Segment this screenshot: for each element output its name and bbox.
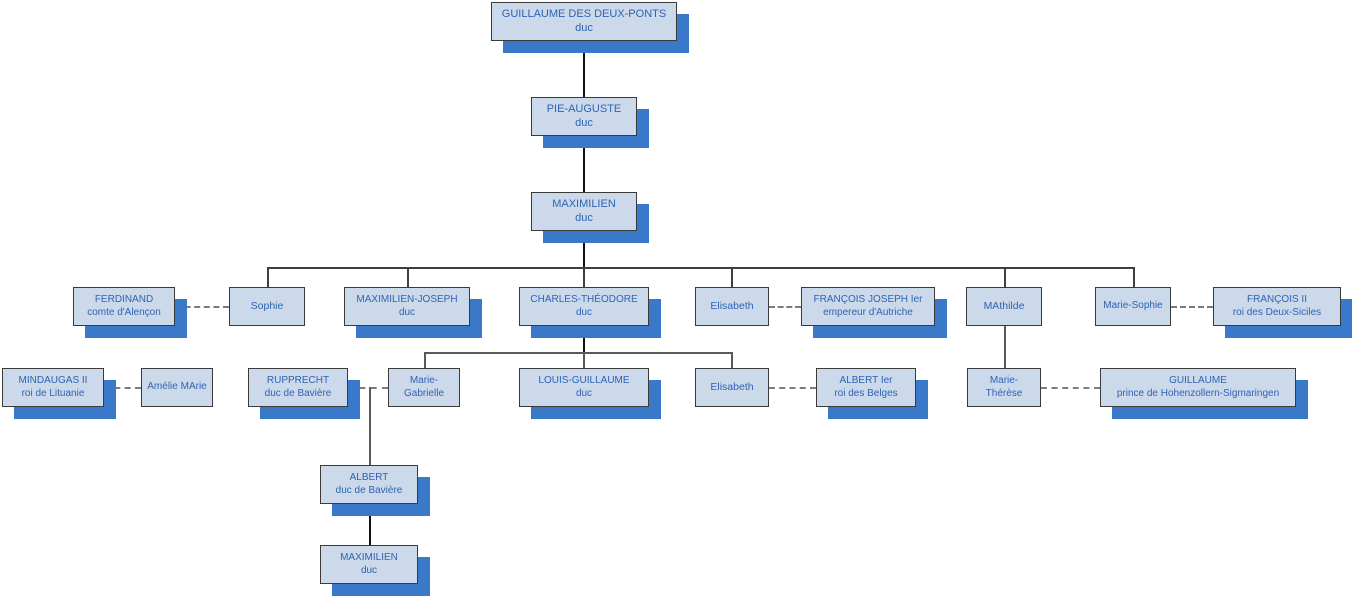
node-name: MAXIMILIEN	[340, 552, 398, 564]
branch-drop-sophie	[267, 267, 269, 287]
node-name: ALBERT	[349, 472, 389, 484]
node-title: duc	[575, 306, 593, 318]
node-name: CHARLES-THÉODORE	[530, 294, 638, 306]
marriage-link-elisabeth-albert	[769, 387, 816, 389]
node-title: duc	[575, 211, 593, 224]
node-title: duc	[360, 564, 378, 576]
marriage-link-ferdinand-sophie	[175, 306, 229, 308]
connector-guillaume-to-pie-auguste	[583, 41, 585, 97]
node-name: GUILLAUME	[1169, 375, 1227, 387]
connector-pie-auguste-to-maximilien	[583, 136, 585, 192]
node-title: duc de Bavière	[335, 484, 403, 496]
branch-drop-charles-theodore	[583, 267, 585, 287]
branch-drop-mathilde	[1004, 267, 1006, 287]
marriage-link-mindaugas-amelie	[104, 387, 141, 389]
node-name: Sophie	[250, 300, 284, 313]
branch-drop-maximilien-joseph	[407, 267, 409, 287]
node-title: roi des Deux-Siciles	[1232, 306, 1322, 318]
node-name: GUILLAUME DES DEUX-PONTS	[501, 8, 667, 21]
node-title: comte d'Alençon	[87, 306, 161, 318]
branch-drop-elisabeth-1	[731, 267, 733, 287]
children-bar-charles-theodore	[424, 352, 732, 354]
marriage-link-rupprecht-marie-gabrielle	[348, 387, 388, 389]
node-sophie[interactable]: Sophie	[229, 287, 305, 326]
marriage-link-marie-sophie-francois-ii	[1171, 306, 1213, 308]
node-name: Marie-	[989, 375, 1019, 387]
node-marie-sophie[interactable]: Marie-Sophie	[1095, 287, 1171, 326]
node-title: duc	[398, 306, 416, 318]
node-name: FRANÇOIS JOSEPH Ier	[813, 294, 923, 306]
branch-drop-louis-guillaume	[583, 352, 585, 368]
node-name: ALBERT Ier	[839, 375, 893, 387]
node-name: Marie-	[409, 375, 439, 387]
node-elisabeth-2[interactable]: Elisabeth	[695, 368, 769, 407]
node-name: PIE-AUGUSTE	[546, 103, 622, 116]
node-title: duc	[575, 116, 593, 129]
node-name: FRANÇOIS II	[1246, 294, 1307, 306]
node-name: LOUIS-GUILLAUME	[538, 375, 630, 387]
node-name: MAXIMILIEN	[552, 198, 616, 211]
node-marie-therese[interactable]: Marie-Thérèse	[967, 368, 1041, 407]
node-name: MINDAUGAS II	[18, 375, 88, 387]
marriage-link-marie-therese-guillaume	[1041, 387, 1100, 389]
node-title: duc de Bavière	[264, 387, 332, 399]
node-mathilde[interactable]: MAthilde	[966, 287, 1042, 326]
connector-albert-to-maximilien	[369, 504, 371, 545]
branch-drop-marie-gabrielle	[424, 352, 426, 368]
marriage-link-elisabeth-francois-joseph	[769, 306, 801, 308]
sibling-bar-generation-4	[267, 267, 1133, 269]
branch-drop-elisabeth-2	[731, 352, 733, 368]
node-name: MAthilde	[983, 300, 1025, 313]
node-title: Gabrielle	[403, 387, 445, 399]
node-name: Amélie MArie	[147, 381, 207, 393]
node-name: MAXIMILIEN-JOSEPH	[356, 294, 458, 306]
node-title: roi de Lituanie	[21, 387, 85, 399]
node-title: empereur d'Autriche	[823, 306, 913, 318]
node-title: duc	[575, 387, 593, 399]
node-title: prince de Hohenzollern-Sigmaringen	[1116, 387, 1280, 399]
connector-rupprecht-marriage-to-albert	[369, 387, 371, 465]
node-name: FERDINAND	[94, 294, 154, 306]
node-name: RUPPRECHT	[266, 375, 330, 387]
node-elisabeth-1[interactable]: Elisabeth	[695, 287, 769, 326]
branch-drop-marie-sophie	[1133, 267, 1135, 287]
node-name: Elisabeth	[710, 381, 754, 394]
node-title: Thérèse	[985, 387, 1023, 399]
node-title: duc	[575, 21, 593, 34]
node-marie-gabrielle[interactable]: Marie-Gabrielle	[388, 368, 460, 407]
connector-charles-theodore-to-children-bar	[583, 326, 585, 352]
node-amelie-marie[interactable]: Amélie MArie	[141, 368, 213, 407]
connector-maximilien-to-sibling-bar	[583, 231, 585, 267]
node-name: Elisabeth	[710, 300, 754, 313]
node-name: Marie-Sophie	[1103, 300, 1163, 312]
node-title: roi des Belges	[834, 387, 898, 399]
connector-mathilde-to-marie-therese	[1004, 326, 1006, 368]
